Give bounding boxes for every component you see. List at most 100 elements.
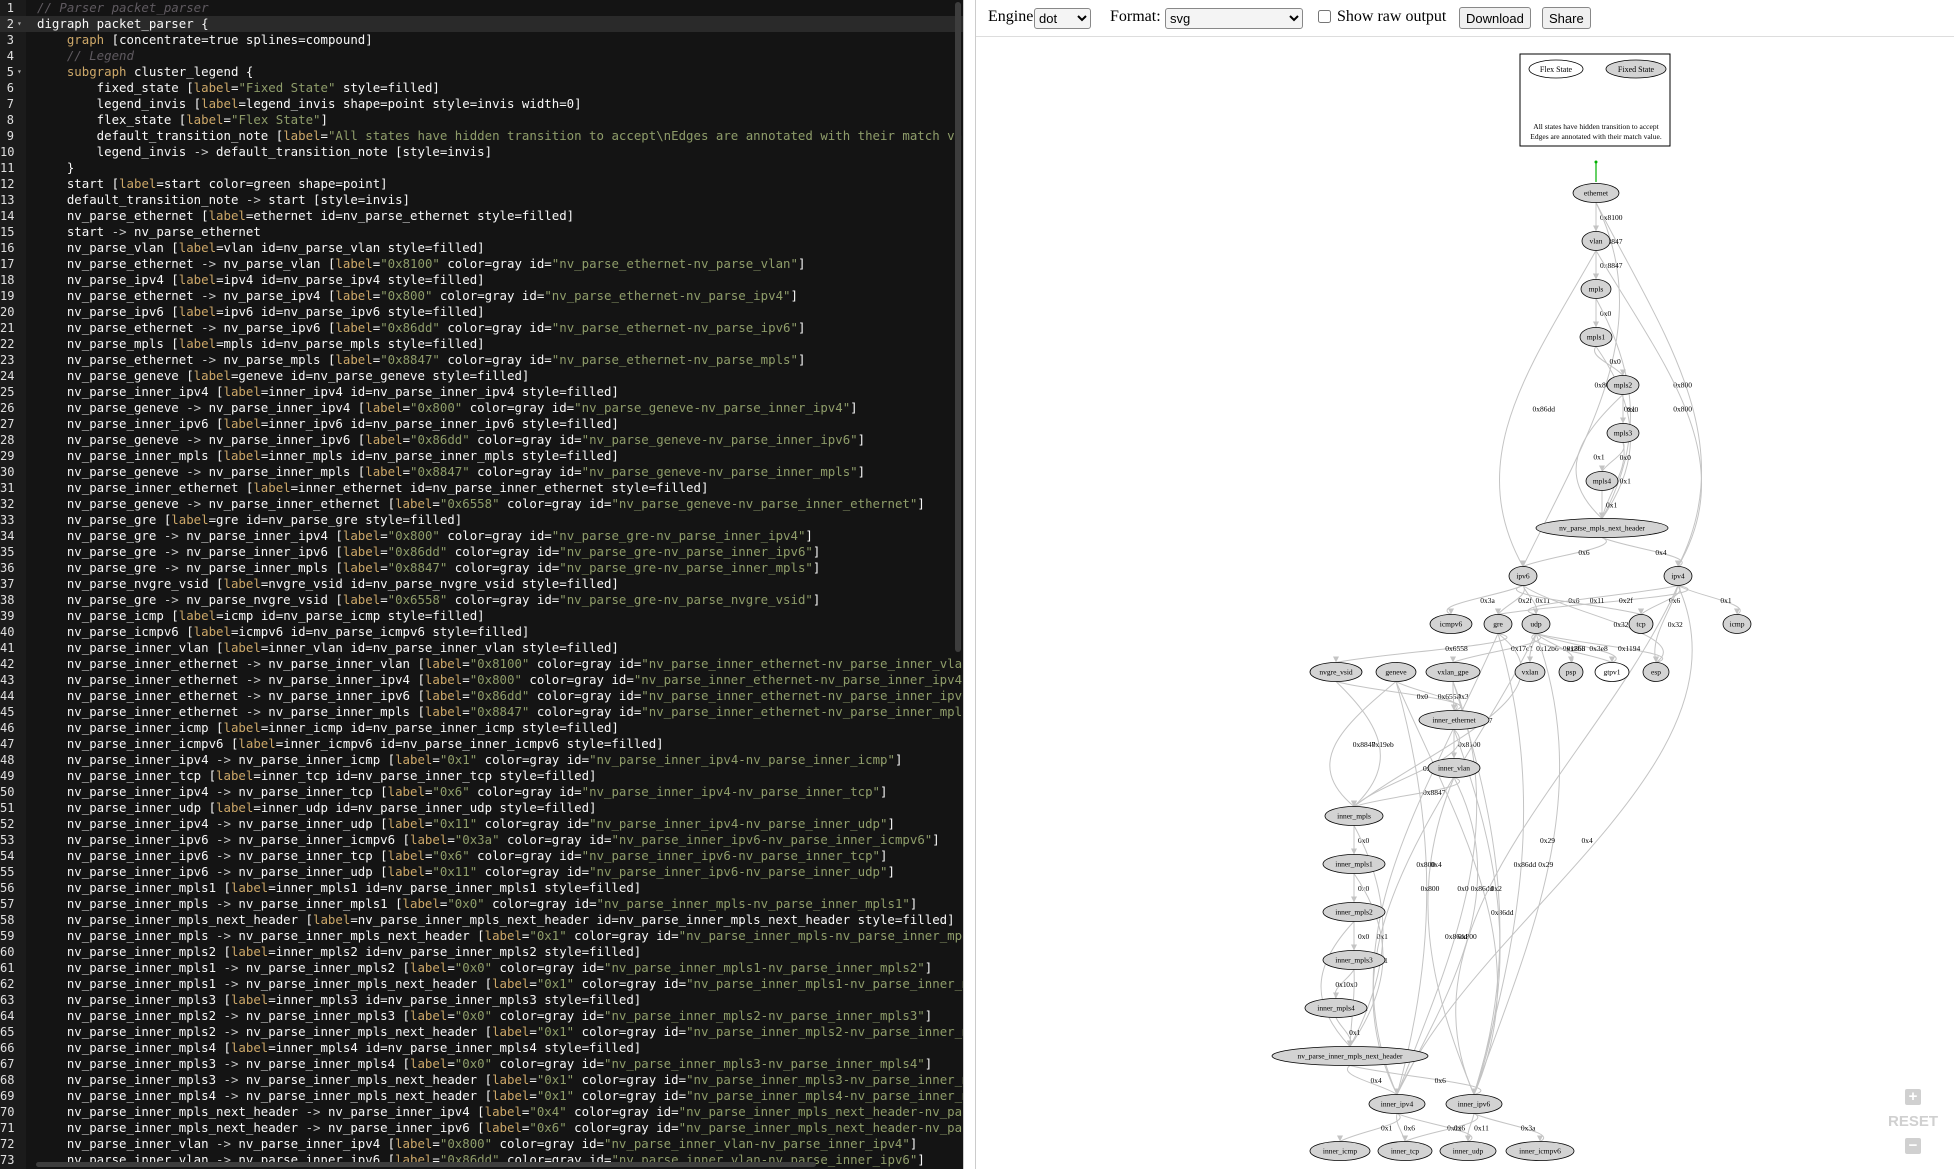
- code-line[interactable]: 69 nv_parse_inner_mpls4 -> nv_parse_inne…: [0, 1088, 963, 1104]
- graph-node-geneve[interactable]: geneve: [1375, 662, 1417, 682]
- reset-button[interactable]: RESET: [1888, 1113, 1939, 1130]
- code-line[interactable]: 54 nv_parse_inner_ipv6 -> nv_parse_inner…: [0, 848, 963, 864]
- code-line[interactable]: 49 nv_parse_inner_tcp [label=inner_tcp i…: [0, 768, 963, 784]
- code-line[interactable]: 36 nv_parse_gre -> nv_parse_inner_mpls […: [0, 560, 963, 576]
- code-line[interactable]: 20 nv_parse_ipv6 [label=ipv6 id=nv_parse…: [0, 304, 963, 320]
- code-line[interactable]: 6 fixed_state [label="Fixed State" style…: [0, 80, 963, 96]
- graph-node-udp[interactable]: udp: [1521, 614, 1551, 634]
- node-ellipse[interactable]: [1322, 950, 1386, 970]
- code-line[interactable]: 53 nv_parse_inner_ipv6 -> nv_parse_inner…: [0, 832, 963, 848]
- graph-node-icmp[interactable]: icmp: [1722, 614, 1752, 634]
- code-line[interactable]: 64 nv_parse_inner_mpls2 -> nv_parse_inne…: [0, 1008, 963, 1024]
- graph-node-inner-mpls2[interactable]: inner_mpls2: [1322, 902, 1386, 922]
- node-ellipse[interactable]: [1581, 231, 1611, 251]
- node-ellipse[interactable]: [1322, 854, 1386, 874]
- editor-horizontal-scrollbar[interactable]: [36, 1162, 816, 1167]
- graph-node-inner-mpls[interactable]: inner_mpls: [1324, 806, 1384, 826]
- node-ellipse[interactable]: [1514, 662, 1546, 682]
- code-line[interactable]: 30 nv_parse_geneve -> nv_parse_inner_mpl…: [0, 464, 963, 480]
- graph-node-psp[interactable]: psp: [1558, 662, 1584, 682]
- code-line[interactable]: 25 nv_parse_inner_ipv4 [label=inner_ipv4…: [0, 384, 963, 400]
- code-line[interactable]: 31 nv_parse_inner_ethernet [label=inner_…: [0, 480, 963, 496]
- node-ellipse[interactable]: [1572, 183, 1620, 203]
- node-ellipse[interactable]: [1429, 614, 1473, 634]
- zoom-out-button[interactable]: −: [1905, 1138, 1921, 1154]
- node-ellipse[interactable]: [1535, 518, 1669, 538]
- graph-node-mpls1[interactable]: mpls1: [1579, 327, 1613, 347]
- node-ellipse[interactable]: [1594, 662, 1630, 682]
- graph-node-inner-mpls3[interactable]: inner_mpls3: [1322, 950, 1386, 970]
- node-ellipse[interactable]: [1418, 710, 1490, 730]
- code-line[interactable]: 2▾digraph packet_parser {: [0, 16, 963, 32]
- graph-node-inner-icmp[interactable]: inner_icmp: [1309, 1141, 1371, 1161]
- code-line[interactable]: 22 nv_parse_mpls [label=mpls id=nv_parse…: [0, 336, 963, 352]
- code-line[interactable]: 1// Parser packet_parser: [0, 0, 963, 16]
- code-line[interactable]: 28 nv_parse_geneve -> nv_parse_inner_ipv…: [0, 432, 963, 448]
- show-raw-output-checkbox[interactable]: [1318, 10, 1331, 23]
- node-ellipse[interactable]: [1558, 662, 1584, 682]
- node-ellipse[interactable]: [1505, 1141, 1575, 1161]
- node-ellipse[interactable]: [1483, 614, 1513, 634]
- graph-node-mpls4[interactable]: mpls4: [1585, 471, 1619, 491]
- node-ellipse[interactable]: [1585, 471, 1619, 491]
- code-line[interactable]: 37 nv_parse_nvgre_vsid [label=nvgre_vsid…: [0, 576, 963, 592]
- code-line[interactable]: 47 nv_parse_inner_icmpv6 [label=inner_ic…: [0, 736, 963, 752]
- node-ellipse[interactable]: [1304, 998, 1368, 1018]
- editor-vertical-scrollbar[interactable]: [955, 2, 961, 652]
- graph-node-inner-icmpv6[interactable]: inner_icmpv6: [1505, 1141, 1575, 1161]
- node-ellipse[interactable]: [1368, 1094, 1426, 1114]
- graph-node-icmpv6[interactable]: icmpv6: [1429, 614, 1473, 634]
- code-line[interactable]: 7 legend_invis [label=legend_invis shape…: [0, 96, 963, 112]
- code-line[interactable]: 45 nv_parse_inner_ethernet -> nv_parse_i…: [0, 704, 963, 720]
- graph-node-ipv4[interactable]: ipv4: [1663, 566, 1693, 586]
- fold-toggle-icon[interactable]: ▾: [17, 19, 22, 28]
- code-line[interactable]: 62 nv_parse_inner_mpls1 -> nv_parse_inne…: [0, 976, 963, 992]
- node-ellipse[interactable]: [1722, 614, 1752, 634]
- code-line[interactable]: 71 nv_parse_inner_mpls_next_header -> nv…: [0, 1120, 963, 1136]
- code-line[interactable]: 15 start -> nv_parse_ethernet: [0, 224, 963, 240]
- node-ellipse[interactable]: [1579, 327, 1613, 347]
- node-ellipse[interactable]: [1580, 279, 1612, 299]
- node-ellipse[interactable]: [1642, 662, 1670, 682]
- fold-toggle-icon[interactable]: ▾: [17, 67, 22, 76]
- code-line[interactable]: 44 nv_parse_inner_ethernet -> nv_parse_i…: [0, 688, 963, 704]
- code-line[interactable]: 57 nv_parse_inner_mpls -> nv_parse_inner…: [0, 896, 963, 912]
- code-line[interactable]: 59 nv_parse_inner_mpls -> nv_parse_inner…: [0, 928, 963, 944]
- code-line[interactable]: 19 nv_parse_ethernet -> nv_parse_ipv4 [l…: [0, 288, 963, 304]
- graph-node-ipv6[interactable]: ipv6: [1508, 566, 1538, 586]
- code-line[interactable]: 51 nv_parse_inner_udp [label=inner_udp i…: [0, 800, 963, 816]
- code-line[interactable]: 29 nv_parse_inner_mpls [label=inner_mpls…: [0, 448, 963, 464]
- node-ellipse[interactable]: [1606, 423, 1640, 443]
- code-line[interactable]: 48 nv_parse_inner_ipv4 -> nv_parse_inner…: [0, 752, 963, 768]
- node-ellipse[interactable]: [1445, 1094, 1503, 1114]
- code-line[interactable]: 46 nv_parse_inner_icmp [label=inner_icmp…: [0, 720, 963, 736]
- code-line[interactable]: 32 nv_parse_geneve -> nv_parse_inner_eth…: [0, 496, 963, 512]
- graph-node-mpls[interactable]: mpls: [1580, 279, 1612, 299]
- code-line[interactable]: 13 default_transition_note -> start [sty…: [0, 192, 963, 208]
- share-button[interactable]: Share: [1542, 7, 1591, 29]
- code-line[interactable]: 10 legend_invis -> default_transition_no…: [0, 144, 963, 160]
- download-button[interactable]: Download: [1459, 7, 1531, 29]
- node-ellipse[interactable]: [1309, 1141, 1371, 1161]
- code-line[interactable]: 58 nv_parse_inner_mpls_next_header [labe…: [0, 912, 963, 928]
- code-line[interactable]: 66 nv_parse_inner_mpls4 [label=inner_mpl…: [0, 1040, 963, 1056]
- code-line[interactable]: 35 nv_parse_gre -> nv_parse_inner_ipv6 […: [0, 544, 963, 560]
- code-line[interactable]: 68 nv_parse_inner_mpls3 -> nv_parse_inne…: [0, 1072, 963, 1088]
- graph-node-vxlan[interactable]: vxlan: [1514, 662, 1546, 682]
- graph-node-vlan[interactable]: vlan: [1581, 231, 1611, 251]
- node-ellipse[interactable]: [1439, 1141, 1497, 1161]
- graph-node-inner-ipv6[interactable]: inner_ipv6: [1445, 1094, 1503, 1114]
- code-line[interactable]: 8 flex_state [label="Flex State"]: [0, 112, 963, 128]
- code-line[interactable]: 55 nv_parse_inner_ipv6 -> nv_parse_inner…: [0, 864, 963, 880]
- code-line[interactable]: 65 nv_parse_inner_mpls2 -> nv_parse_inne…: [0, 1024, 963, 1040]
- code-line[interactable]: 43 nv_parse_inner_ethernet -> nv_parse_i…: [0, 672, 963, 688]
- code-line[interactable]: 61 nv_parse_inner_mpls1 -> nv_parse_inne…: [0, 960, 963, 976]
- node-ellipse[interactable]: [1377, 1141, 1433, 1161]
- node-ellipse[interactable]: [1628, 614, 1654, 634]
- graph-canvas[interactable]: 0x81000x8000x86dd0x88470x88470x8000x86dd…: [976, 37, 1954, 1169]
- code-line[interactable]: 42 nv_parse_inner_ethernet -> nv_parse_i…: [0, 656, 963, 672]
- code-line[interactable]: 33 nv_parse_gre [label=gre id=nv_parse_g…: [0, 512, 963, 528]
- format-select[interactable]: svg: [1165, 8, 1303, 29]
- code-line[interactable]: 38 nv_parse_gre -> nv_parse_nvgre_vsid […: [0, 592, 963, 608]
